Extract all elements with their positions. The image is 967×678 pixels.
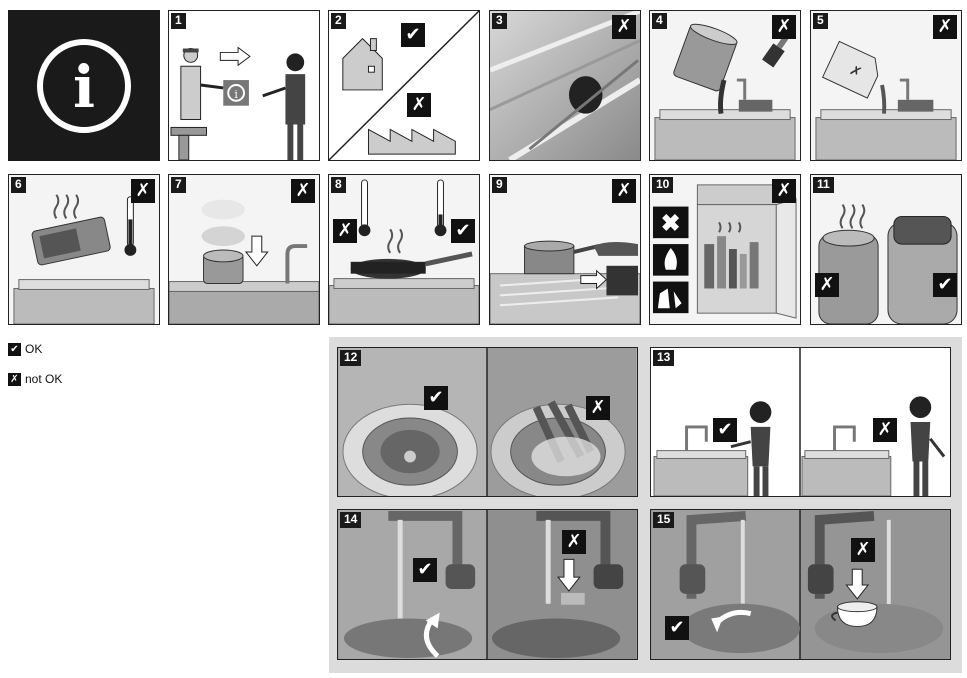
step-4-panel: 4 ✗: [649, 10, 801, 161]
not-ok-mark: ✗: [851, 538, 875, 562]
ok-mark: ✔: [713, 418, 737, 442]
ok-mark: ✔: [424, 386, 448, 410]
not-ok-mark: ✗: [291, 179, 315, 203]
step-10-panel: 10 ✖ ✗: [649, 174, 801, 325]
drain-strainer-illustration: [339, 348, 636, 496]
step-14-panel: 14 ✔ ✗: [337, 509, 638, 660]
step-number: 3: [492, 13, 507, 29]
not-ok-mark: ✗: [873, 418, 897, 442]
ok-mark: ✔: [413, 558, 437, 582]
step-2-panel: 2 ✔ ✗: [328, 10, 480, 161]
step-11-panel: 11 ✗ ✔: [810, 174, 962, 325]
legend-ok: ✔ OK: [8, 342, 42, 356]
not-ok-mark: ✗: [612, 179, 636, 203]
step-13-panel: 13 ✔ ✗: [650, 347, 951, 497]
not-ok-mark: ✗: [772, 15, 796, 39]
step-number: 4: [652, 13, 667, 29]
supervised-use-illustration: [653, 348, 946, 496]
pouring-chemicals-illustration: ✗: [815, 40, 957, 160]
svg-text:i: i: [234, 88, 238, 101]
step-9-panel: 9 ✗: [489, 174, 641, 325]
not-ok-mark: ✗: [815, 273, 839, 297]
not-ok-mark: ✗: [407, 93, 431, 117]
step-number: 12: [340, 350, 362, 366]
step-number: 1: [171, 13, 186, 29]
step-1-panel: 1 i: [168, 10, 320, 161]
step-number: 13: [653, 350, 675, 366]
ok-mark: ✔: [665, 616, 689, 640]
info-panel: i: [8, 10, 160, 161]
step-7-panel: 7 ✗: [168, 174, 320, 325]
ok-mark: ✔: [401, 23, 425, 47]
hot-pan-illustration: [329, 179, 479, 324]
sliding-pot-illustration: [490, 240, 640, 324]
step-number: 11: [813, 177, 834, 193]
step-number: 8: [331, 177, 346, 193]
not-ok-mark: ✗: [131, 179, 155, 203]
legend-ok-label: OK: [25, 342, 43, 356]
step-12-panel: 12 ✔ ✗: [337, 347, 638, 497]
faucet-spout-illustration: [338, 510, 637, 659]
step-number: 7: [171, 177, 186, 193]
hazardous-storage-illustration: ✖: [652, 184, 797, 319]
not-ok-mark: ✗: [933, 15, 957, 39]
step-5-panel: 5 ✗ ✗: [810, 10, 962, 161]
swivel-spout-illustration: [651, 510, 950, 659]
not-ok-mark: ✗: [333, 219, 357, 243]
not-ok-mark: ✗: [586, 396, 610, 420]
step-number: 15: [653, 512, 675, 528]
step-6-panel: 6 ✗: [8, 174, 160, 325]
info-icon: i: [37, 39, 131, 133]
household-vs-industrial-illustration: [329, 11, 479, 160]
step-number: 5: [813, 13, 828, 29]
ok-mark: ✔: [451, 219, 475, 243]
legend-not-ok: ✗ not OK: [8, 372, 62, 386]
info-glyph: i: [73, 53, 95, 121]
sealed-containers-illustration: [818, 204, 958, 324]
dropping-pot-illustration: [169, 199, 319, 324]
pouring-paint-illustration: [654, 23, 796, 160]
step-number: 14: [340, 512, 362, 528]
hot-appliance-illustration: [13, 194, 155, 324]
ok-mark: ✔: [933, 273, 957, 297]
step-number: 9: [492, 177, 507, 193]
legend-not-ok-label: not OK: [25, 372, 63, 386]
step-15-panel: 15 ✔ ✗: [650, 509, 951, 660]
step-8-panel: 8 ✗ ✔: [328, 174, 480, 325]
step-3-panel: 3 ✗: [489, 10, 641, 161]
not-ok-mark: ✗: [772, 179, 796, 203]
step-number: 10: [652, 177, 674, 193]
not-ok-mark: ✗: [8, 372, 21, 386]
svg-text:✖: ✖: [661, 211, 681, 237]
step-number: 2: [331, 13, 346, 29]
step-number: 6: [11, 177, 26, 193]
not-ok-mark: ✗: [612, 15, 636, 39]
handover-manual-illustration: i: [170, 46, 306, 160]
not-ok-mark: ✗: [562, 530, 586, 554]
ok-mark: ✔: [8, 342, 21, 356]
